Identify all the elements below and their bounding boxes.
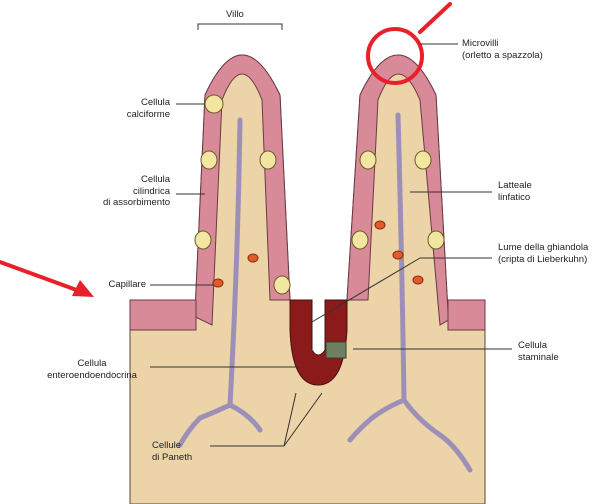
label-villo: Villo xyxy=(226,9,244,21)
label-microvilli: Microvilli (orletto a spazzola) xyxy=(462,38,543,61)
label-capillare: Capillare xyxy=(90,279,146,291)
label-lume: Lume della ghiandola (cripta di Lieberku… xyxy=(498,242,588,265)
label-paneth: Cellule di Paneth xyxy=(152,440,192,463)
label-cilindrica: Cellula cilindrica di assorbimento xyxy=(92,174,170,209)
highlight-arrow-top xyxy=(420,4,450,32)
label-enteroendocrina: Cellula enteroendoendocrina xyxy=(38,358,146,381)
highlight-arrow-left xyxy=(0,262,82,292)
base-epithelium-left xyxy=(130,300,196,330)
stem-cell-block xyxy=(326,342,346,358)
label-calciforme: Cellula calciforme xyxy=(112,97,170,120)
label-latteale: Latteale linfatico xyxy=(498,180,532,203)
label-staminale: Cellula staminale xyxy=(518,340,559,363)
base-epithelium-right xyxy=(448,300,485,330)
villo-bracket xyxy=(198,24,282,30)
